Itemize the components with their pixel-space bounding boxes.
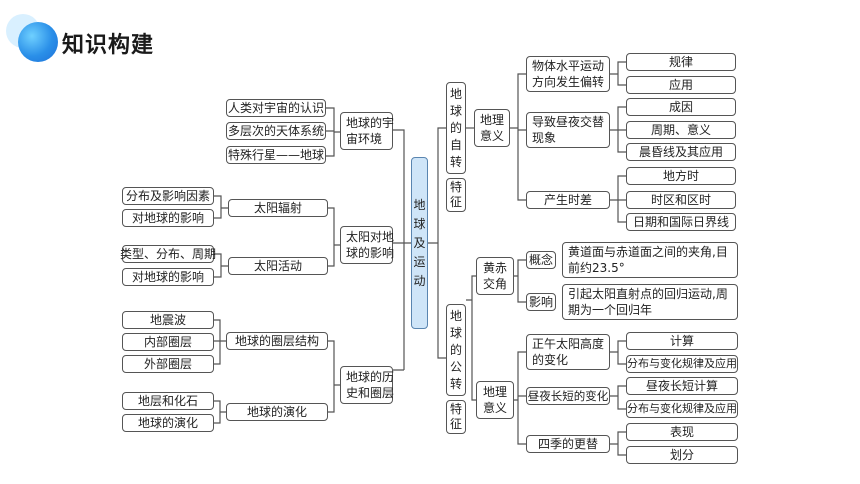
leaf-daylength-2: 分布与变化规律及应用 xyxy=(626,400,738,418)
node-noon-altitude: 正午太阳高度 的变化 xyxy=(526,334,610,370)
node-day-night: 导致昼夜交替 现象 xyxy=(526,112,610,148)
leaf-activity-1: 类型、分布、周期 xyxy=(120,245,217,263)
leaf-radiation-2: 对地球的影响 xyxy=(122,209,214,227)
node-obliquity: 黄赤 交角 xyxy=(476,257,514,295)
page-title: 知识构建 xyxy=(62,33,155,58)
leaf-time-3: 日期和国际日界线 xyxy=(626,213,736,231)
leaf-daynight-3: 晨昏线及其应用 xyxy=(626,143,736,161)
leaf-universe-3: 特殊行星——地球 xyxy=(226,146,326,164)
leaf-seasons-1: 表现 xyxy=(626,423,738,441)
node-sun-influence: 太阳对地 球的影响 xyxy=(340,226,394,264)
leaf-structure-2: 内部圈层 xyxy=(122,333,214,351)
leaf-deflection-2: 应用 xyxy=(626,76,736,94)
leaf-deflection-1: 规律 xyxy=(626,53,736,71)
node-revolution-feature: 特 征 xyxy=(446,400,466,434)
leaf-universe-2: 多层次的天体系统 xyxy=(226,122,326,140)
leaf-daynight-1: 成因 xyxy=(626,98,736,116)
node-earth-rotation: 地 球 的 自 转 xyxy=(446,82,466,174)
leaf-evolution-1: 地层和化石 xyxy=(122,392,214,410)
leaf-structure-3: 外部圈层 xyxy=(122,355,214,373)
leaf-daylength-1: 昼夜长短计算 xyxy=(626,377,738,395)
node-deflection: 物体水平运动 方向发生偏转 xyxy=(526,56,610,92)
leaf-time-2: 时区和区时 xyxy=(626,191,736,209)
node-solar-activity: 太阳活动 xyxy=(228,257,328,275)
node-solar-radiation: 太阳辐射 xyxy=(228,199,328,217)
node-rotation-meaning: 地理 意义 xyxy=(474,109,510,147)
node-sphere-structure: 地球的圈层结构 xyxy=(226,332,328,350)
leaf-seasons-2: 划分 xyxy=(626,446,738,464)
node-rotation-feature: 特 征 xyxy=(446,178,466,212)
node-universe-environment: 地球的宇 宙环境 xyxy=(340,112,394,150)
node-earth-evolution: 地球的演化 xyxy=(226,403,328,421)
node-time-difference: 产生时差 xyxy=(526,191,610,209)
leaf-universe-1: 人类对宇宙的认识 xyxy=(226,99,326,117)
node-revolution-meaning: 地理 意义 xyxy=(476,381,514,419)
leaf-structure-1: 地震波 xyxy=(122,311,214,329)
text-effect: 引起太阳直射点的回归运动,周期为一个回归年 xyxy=(562,284,738,320)
center-node-earth-motion: 地 球 及 运 动 xyxy=(411,157,428,329)
node-concept: 概念 xyxy=(526,251,556,269)
node-history-spheres: 地球的历 史和圈层 xyxy=(340,366,394,404)
leaf-daynight-2: 周期、意义 xyxy=(626,121,736,139)
node-earth-revolution: 地 球 的 公 转 xyxy=(446,304,466,396)
header-ball-icon xyxy=(18,22,58,62)
leaf-activity-2: 对地球的影响 xyxy=(122,268,214,286)
node-day-length: 昼夜长短的变化 xyxy=(526,387,610,405)
node-effect: 影响 xyxy=(526,293,556,311)
leaf-noon-2: 分布与变化规律及应用 xyxy=(626,355,738,373)
text-concept: 黄道面与赤道面之间的夹角,目前约23.5° xyxy=(562,242,738,278)
leaf-time-1: 地方时 xyxy=(626,167,736,185)
leaf-radiation-1: 分布及影响因素 xyxy=(122,187,214,205)
leaf-evolution-2: 地球的演化 xyxy=(122,414,214,432)
node-seasons: 四季的更替 xyxy=(526,435,610,453)
leaf-noon-1: 计算 xyxy=(626,332,738,350)
